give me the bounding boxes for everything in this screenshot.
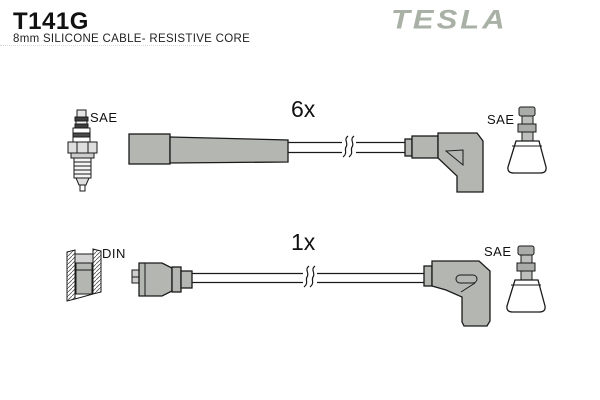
elbow-boot-icon <box>404 132 484 193</box>
label-row2-right-terminal: SAE <box>484 244 512 259</box>
header-divider <box>0 45 208 46</box>
distributor-connector-icon <box>131 262 193 297</box>
label-row1-count: 6x <box>291 96 316 122</box>
page-subtitle: 8mm SILICONE CABLE- RESISTIVE CORE <box>13 33 251 45</box>
straight-boot-icon <box>128 133 289 165</box>
page-title: T141G <box>13 8 89 35</box>
brand-logo: TESLA <box>391 4 508 35</box>
break-mark <box>342 135 349 158</box>
cable-with-break-icon <box>192 265 424 288</box>
label-row2-count: 1x <box>291 229 316 255</box>
label-row1-left-terminal: SAE <box>90 110 118 125</box>
din-socket-icon <box>66 248 102 302</box>
sae-terminal-icon <box>506 245 546 313</box>
label-row2-left-terminal: DIN <box>102 246 126 261</box>
spark-plug-icon <box>67 109 98 192</box>
label-row1-right-terminal: SAE <box>487 112 515 127</box>
cable-with-break-icon <box>288 135 406 158</box>
break-mark <box>309 265 316 288</box>
break-mark <box>303 265 310 288</box>
elbow-boot-icon <box>423 260 491 327</box>
break-mark <box>348 135 355 158</box>
